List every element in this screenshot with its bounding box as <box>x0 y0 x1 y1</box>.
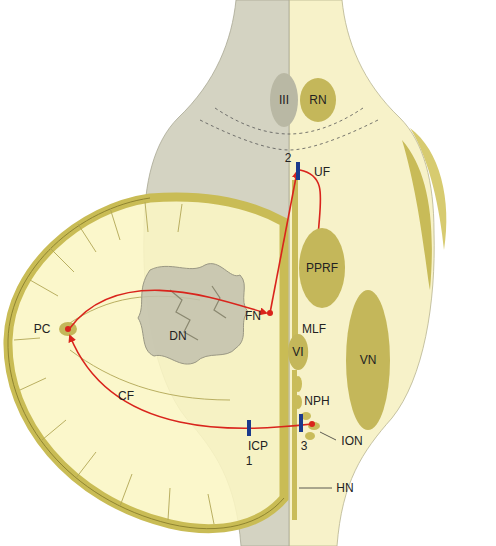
nucleus-name: PPRF <box>306 261 338 275</box>
pprf-nucleus: PPRF <box>299 228 345 308</box>
tract-label: MLF <box>302 323 326 335</box>
nucleus-name: RN <box>309 93 326 107</box>
callout-number: 1 <box>246 455 253 467</box>
cell-label: PC <box>34 323 51 335</box>
nucleus-name: VI <box>292 345 303 359</box>
nucleus-label: DN <box>169 330 186 342</box>
oculomotor-nucleus: III <box>270 73 298 127</box>
nucleus-label: HN <box>336 482 353 494</box>
abducens-nucleus: VI <box>288 334 308 370</box>
nucleus-name: VN <box>360 353 377 367</box>
callout-number: 3 <box>301 440 308 452</box>
nucleus-label: ION <box>341 435 362 447</box>
nucleus-label: FN <box>245 310 261 322</box>
region-label: UF <box>314 166 330 178</box>
vestibular-nucleus: VN <box>346 290 390 430</box>
callout-number: 2 <box>285 152 292 164</box>
nucleus-name: III <box>279 93 289 107</box>
peduncle-label: ICP <box>248 440 268 452</box>
red-nucleus: RN <box>300 78 336 122</box>
nucleus-label: NPH <box>304 395 329 407</box>
fiber-label: CF <box>118 390 134 402</box>
